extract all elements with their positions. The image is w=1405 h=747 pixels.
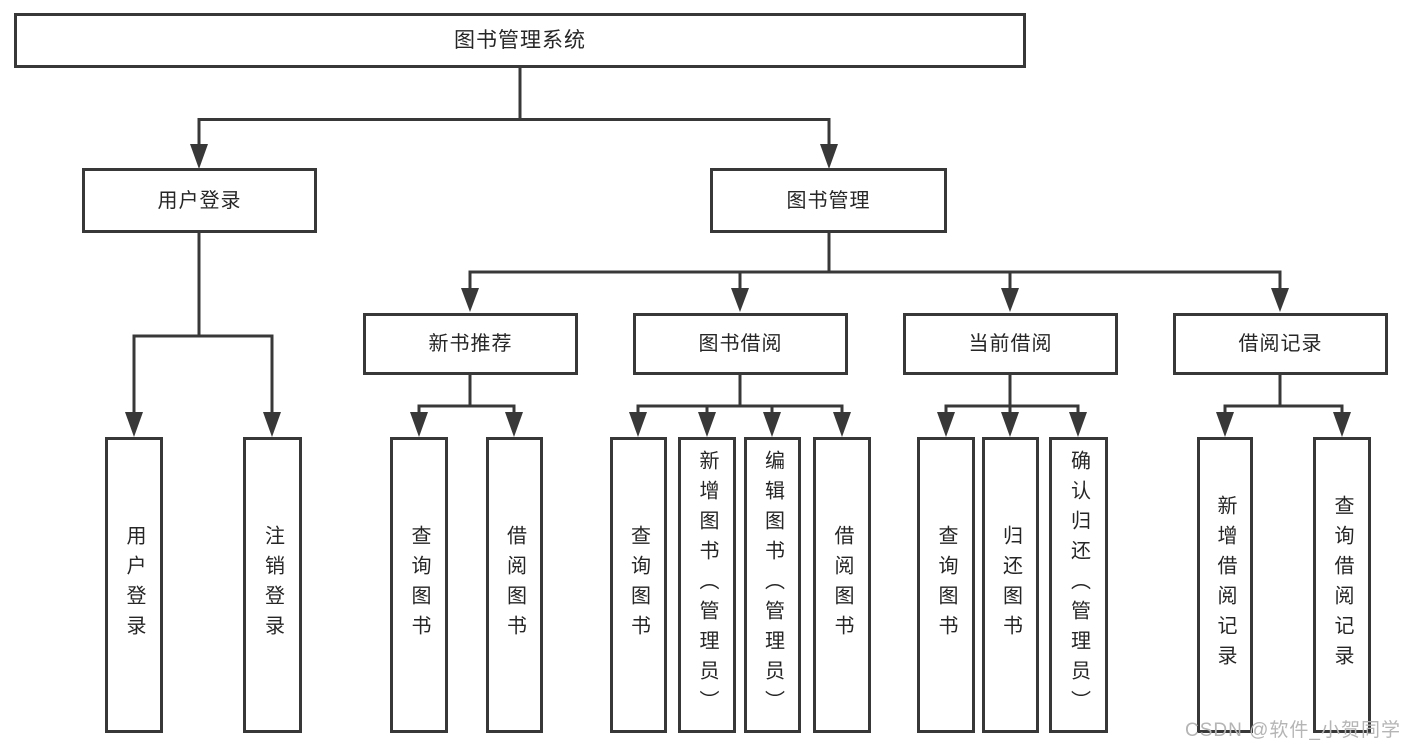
node-leaf-logout: 注销登录 <box>243 437 302 733</box>
arrowhead-icon <box>410 412 428 437</box>
node-book-management: 图书管理 <box>710 168 947 233</box>
node-leaf-user-login: 用户登录 <box>105 437 163 733</box>
arrowhead-icon <box>763 412 781 437</box>
node-leaf-query-books: 查询图书 <box>390 437 448 733</box>
node-user-login: 用户登录 <box>82 168 317 233</box>
node-leaf-query-books: 查询图书 <box>610 437 667 733</box>
arrowhead-icon <box>820 144 838 169</box>
arrowhead-icon <box>937 412 955 437</box>
arrowhead-icon <box>698 412 716 437</box>
arrowhead-icon <box>1333 412 1351 437</box>
node-leaf-return-books: 归还图书 <box>982 437 1039 733</box>
arrowhead-icon <box>833 412 851 437</box>
arrowhead-icon <box>731 288 749 312</box>
node-leaf-query-books: 查询图书 <box>917 437 975 733</box>
arrowhead-icon <box>1001 412 1019 437</box>
arrowhead-icon <box>1271 288 1289 312</box>
arrowhead-icon <box>1001 288 1019 312</box>
node-book-borrowing: 图书借阅 <box>633 313 848 375</box>
node-leaf-query-borrow-record: 查询借阅记录 <box>1313 437 1371 733</box>
node-leaf-borrow-books: 借阅图书 <box>486 437 543 733</box>
arrowhead-icon <box>125 412 143 437</box>
node-new-book-recommend: 新书推荐 <box>363 313 578 375</box>
node-leaf-borrow-books: 借阅图书 <box>813 437 871 733</box>
node-leaf-confirm-return-admin: 确认归还（管理员） <box>1049 437 1108 733</box>
node-leaf-add-borrow-record: 新增借阅记录 <box>1197 437 1253 733</box>
watermark: CSDN @软件_小贺同学 <box>1185 720 1401 741</box>
arrowhead-icon <box>629 412 647 437</box>
arrowhead-icon <box>461 288 479 312</box>
node-leaf-edit-books-admin: 编辑图书（管理员） <box>744 437 801 733</box>
node-current-borrowing: 当前借阅 <box>903 313 1118 375</box>
arrowhead-icon <box>505 412 523 437</box>
node-leaf-add-books-admin: 新增图书（管理员） <box>678 437 736 733</box>
node-library-system: 图书管理系统 <box>14 13 1026 68</box>
arrowhead-icon <box>190 144 208 169</box>
node-borrow-records: 借阅记录 <box>1173 313 1388 375</box>
arrowhead-icon <box>1069 412 1087 437</box>
arrowhead-icon <box>1216 412 1234 437</box>
arrowhead-icon <box>263 412 281 437</box>
